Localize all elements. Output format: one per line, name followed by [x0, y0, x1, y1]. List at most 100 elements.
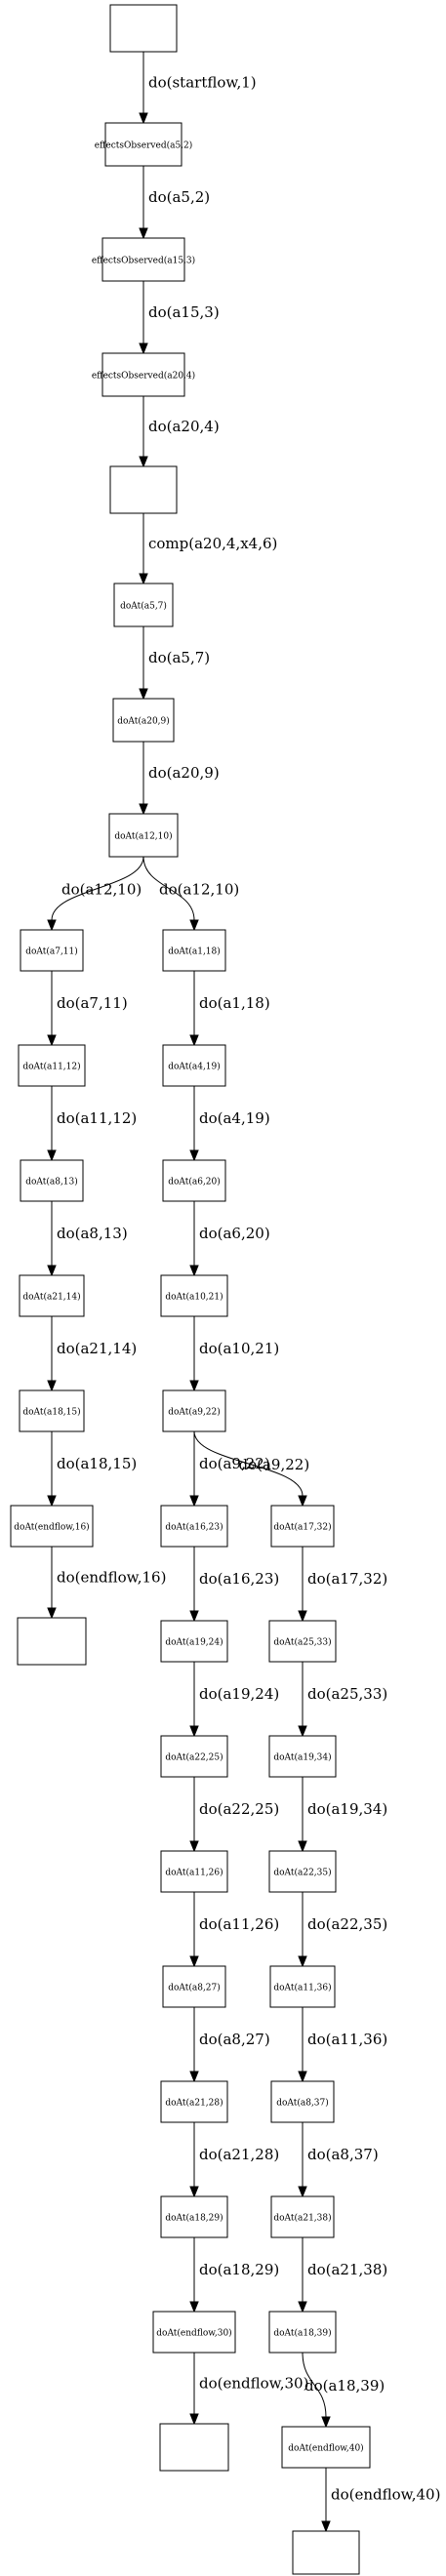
edge-n28-n29: do(a21,28)	[189, 2122, 279, 2198]
edge-n26-n27: do(a11,26)	[189, 1892, 279, 1968]
edge-n37-n38: do(a8,37)	[298, 2122, 379, 2198]
node-label: doAt(a12,10)	[114, 831, 172, 842]
node-n21: doAt(a10,21)	[160, 1274, 228, 1317]
edges-layer: do(startflow,1)do(a5,2)do(a15,3)do(a20,4…	[47, 52, 440, 2533]
arrowhead-icon	[189, 2186, 199, 2198]
node-box	[108, 813, 179, 858]
edge-label: do(a4,19)	[199, 1109, 270, 1127]
edge-label: do(a10,21)	[199, 1340, 279, 1357]
node-n9: doAt(a20,9)	[112, 698, 175, 743]
node-box	[152, 2311, 236, 2354]
node-box	[160, 1735, 228, 1778]
arrowhead-icon	[189, 2071, 199, 2083]
edge-line	[51, 856, 144, 921]
arrowhead-icon	[298, 2301, 307, 2314]
edge-n18-n19: do(a1,18)	[189, 971, 270, 1047]
arrowhead-icon	[47, 1265, 57, 1277]
node-label: doAt(a11,12)	[22, 1062, 80, 1072]
arrowhead-icon	[139, 112, 148, 125]
node-n38: doAt(a21,38)	[270, 2195, 335, 2238]
arrowhead-icon	[298, 1955, 307, 1968]
edge-label: do(a21,14)	[57, 1340, 137, 1357]
node-label: doAt(a8,37)	[276, 2098, 329, 2109]
node-n6	[109, 465, 178, 514]
node-label: doAt(a9,22)	[168, 1407, 221, 1418]
arrowhead-icon	[189, 919, 199, 932]
node-box	[292, 2530, 360, 2575]
node-box	[268, 1735, 337, 1778]
arrowhead-icon	[298, 2186, 307, 2198]
edge-label: do(a12,10)	[159, 881, 239, 899]
arrowhead-icon	[139, 227, 148, 240]
edge-n10-n11: do(a12,10)	[47, 856, 144, 932]
node-box	[104, 122, 182, 167]
node-end30	[159, 2423, 229, 2472]
node-box	[160, 1274, 228, 1317]
arrowhead-icon	[139, 573, 148, 585]
edge-n27-n28: do(a8,27)	[189, 2007, 270, 2083]
node-box	[112, 698, 175, 743]
node-box	[109, 4, 178, 53]
node-label: doAt(a21,14)	[22, 1292, 80, 1303]
node-box	[109, 465, 178, 514]
node-label: doAt(a7,11)	[25, 946, 78, 957]
edge-line	[302, 2352, 327, 2418]
node-box	[113, 583, 174, 627]
edge-label: do(a18,15)	[57, 1455, 137, 1472]
arrowhead-icon	[189, 1840, 199, 1853]
edge-label: do(a11,26)	[199, 1915, 279, 1933]
node-box	[270, 2080, 335, 2123]
edge-label: do(endflow,30)	[199, 2375, 308, 2393]
node-box	[269, 1965, 336, 2008]
node-n35: doAt(a22,35)	[268, 1850, 337, 1893]
node-end40	[292, 2530, 360, 2575]
node-label: doAt(a10,21)	[165, 1292, 223, 1303]
node-box	[160, 2195, 228, 2238]
edge-label: comp(a20,4,x4,6)	[148, 535, 277, 552]
edge-n32-n33: do(a17,32)	[298, 1547, 387, 1623]
edge-n34-n35: do(a19,34)	[298, 1777, 387, 1853]
edge-label: do(a19,24)	[199, 1685, 279, 1703]
node-label: doAt(a22,25)	[165, 1752, 223, 1763]
edge-n16-end16: do(endflow,16)	[47, 1547, 166, 1620]
edge-label: do(a22,25)	[199, 1800, 279, 1818]
edge-n9-n10: do(a20,9)	[139, 742, 220, 816]
node-n29: doAt(a18,29)	[160, 2195, 228, 2238]
arrowhead-icon	[47, 1380, 57, 1392]
arrowhead-icon	[298, 1725, 307, 1738]
node-label: doAt(a22,35)	[273, 1868, 331, 1878]
node-box	[162, 1044, 226, 1087]
arrowhead-icon	[139, 688, 148, 701]
edge-n29-n30: do(a18,29)	[189, 2237, 279, 2314]
node-label: doAt(a1,18)	[168, 946, 221, 957]
node-label: doAt(a11,36)	[273, 1983, 331, 1993]
edge-label: do(a20,9)	[148, 764, 220, 782]
nodes-layer: effectsObserved(a5,2)effectsObserved(a15…	[10, 4, 371, 2575]
edge-label: do(a9,22)	[239, 1456, 310, 1473]
node-n28: doAt(a21,28)	[160, 2080, 228, 2123]
arrowhead-icon	[47, 1495, 57, 1508]
node-n3: effectsObserved(a15,3)	[92, 237, 195, 282]
node-n22: doAt(a9,22)	[162, 1389, 226, 1432]
node-n11: doAt(a7,11)	[20, 929, 84, 972]
node-box	[10, 1505, 94, 1548]
edge-n20-n21: do(a6,20)	[189, 1201, 270, 1277]
arrowhead-icon	[47, 1607, 57, 1620]
edge-line	[193, 1430, 304, 1497]
node-n33: doAt(a25,33)	[268, 1620, 337, 1663]
node-box	[18, 1044, 86, 1087]
node-box	[162, 929, 226, 972]
edge-n2-n3: do(a5,2)	[139, 166, 210, 240]
node-box	[270, 1505, 335, 1548]
node-n26: doAt(a11,26)	[160, 1850, 228, 1893]
edge-n35-n36: do(a22,35)	[298, 1892, 387, 1968]
node-end16	[17, 1617, 87, 1666]
node-label: doAt(endflow,30)	[156, 2328, 231, 2339]
edge-n36-n37: do(a11,36)	[298, 2007, 387, 2083]
edge-label: do(startflow,1)	[148, 74, 257, 92]
edge-label: do(a12,10)	[61, 881, 142, 899]
node-label: doAt(a20,9)	[117, 716, 170, 727]
node-label: doAt(a21,38)	[273, 2213, 331, 2224]
node-n40: doAt(endflow,40)	[281, 2426, 371, 2469]
